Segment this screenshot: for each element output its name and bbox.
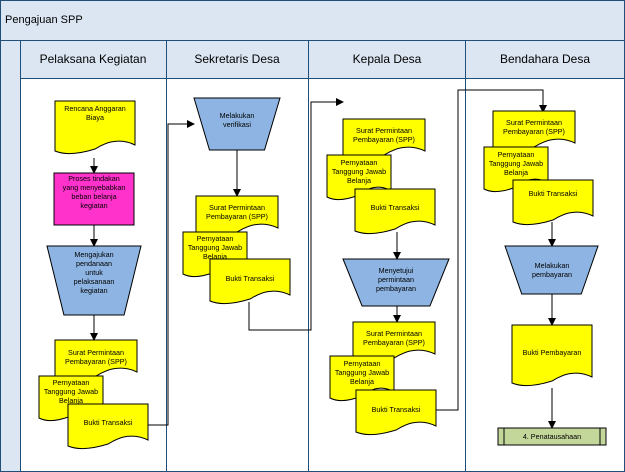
node-text-line: pembayaran [376,284,416,293]
node-text-line: Surat Permintaan [68,348,124,357]
document-shape [354,188,436,234]
edge-bukti-to-kepala [248,98,344,331]
edge-bukti-to-bendahara [418,89,547,411]
node-text-line: Tanggung Jawab [44,387,98,396]
node-text-line: pendanaan [76,259,112,268]
node-text-line: Melakukan [535,261,570,270]
document-shape [511,324,593,386]
node-text-line: Belanja [59,396,83,405]
node-text-line: Bukti Transaksi [371,203,420,212]
lane-header-pelaksana [20,40,167,79]
node-text-line: Tanggung Jawab [489,159,543,168]
manual-operation-shape [46,245,142,316]
node-text-line: Surat Permintaan [506,118,562,127]
lane-label-sekretaris: Sekretaris Desa [194,52,280,66]
title-bar [0,0,625,41]
lane-header-sekretaris [166,40,309,79]
node-text-line: Proses tindakan [68,174,120,183]
edge-bukti-to-verifikasi [148,120,195,426]
node-sd-bukti: Bukti Transaksi [209,258,291,304]
node-text-line: Pernyataan [197,234,234,243]
node-text-line: Belanja [350,377,374,386]
node-text-line: Tanggung Jawab [335,368,389,377]
subprocess-shape [497,427,607,446]
node-text-line: Bukti Transaksi [529,189,578,198]
node-text-line: Pembayaran (SPP) [353,135,415,144]
node-text-line: yang menyebabkan [63,183,126,192]
node-text-line: Tanggung Jawab [188,243,242,252]
node-text-line: Pernyataan [53,378,90,387]
document-shape [512,179,594,225]
node-text-line: Belanja [347,176,371,185]
node-text-line: Surat Permintaan [366,329,422,338]
node-bd-penatausahaan: 4. Penatausahaan [497,427,607,446]
node-text-line: Bukti Transaksi [84,418,133,427]
node-text-line: Bukti Transaksi [372,405,421,414]
lane-label-kepala: Kepala Desa [353,52,422,66]
document-shape [355,389,437,435]
node-text-line: Surat Permintaan [356,126,412,135]
node-text-line: Belanja [203,252,227,261]
node-text-line: Tanggung Jawab [332,167,386,176]
node-text-line: Pembayaran (SPP) [503,127,565,136]
node-text-line: pelaksanaan [74,277,115,286]
node-text-line: 4. Penatausahaan [523,432,581,441]
lane-label-pelaksana: Pelaksana Kegiatan [40,52,147,66]
node-pk-mengajukan: Mengajukanpendanaanuntukpelaksanaankegia… [46,245,142,316]
node-kd-bukti2: Bukti Transaksi [355,389,437,435]
document-shape [54,100,136,154]
node-text-line: Menyetujui [379,266,414,275]
manual-operation-shape [342,258,450,307]
node-text-line: Pernyataan [344,359,381,368]
node-text-line: permintaan [378,275,414,284]
pool-side-stripe [0,40,21,472]
node-text-line: Pembayaran (SPP) [65,357,127,366]
node-text-line: Bukti Transaksi [226,274,275,283]
node-text-line: Surat Permintaan [209,203,265,212]
node-text-line: Pembayaran (SPP) [206,212,268,221]
node-text-line: Pernyataan [341,158,378,167]
node-text-line: Biaya [86,113,104,122]
node-text-line: Mengajukan [74,250,113,259]
node-text-line: Melakukan [220,111,255,120]
node-text-line: pembayaran [532,270,572,279]
lane-headers: Pelaksana Kegiatan Sekretaris Desa Kepal… [20,40,625,79]
node-text-line: kegiatan [80,201,107,210]
manual-operation-shape [504,245,599,295]
node-text-line: Bukti Pembayaran [523,348,582,357]
node-bd-bukti: Bukti Transaksi [512,179,594,225]
node-text-line: beban belanja [71,192,116,201]
node-text-line: kegiatan [80,286,107,295]
document-shape [209,258,291,304]
node-text-line: verifikasi [223,120,251,129]
node-pk-bukti: Bukti Transaksi [67,403,149,449]
node-text-line: Pernyataan [498,150,535,159]
node-bd-bukti-bayar: Bukti Pembayaran [511,324,593,386]
diagram-title: Pengajuan SPP [5,14,83,26]
node-text-line: untuk [85,268,103,277]
node-text-line: Rencana Anggaran [64,104,126,113]
process-shape [53,172,135,226]
node-kd-bukti1: Bukti Transaksi [354,188,436,234]
manual-operation-shape [193,97,281,151]
node-text-line: Belanja [504,168,528,177]
document-shape [67,403,149,449]
node-text-line: Pembayaran (SPP) [363,338,425,347]
connectors [90,89,556,429]
lane-label-bendahara: Bendahara Desa [500,52,590,66]
